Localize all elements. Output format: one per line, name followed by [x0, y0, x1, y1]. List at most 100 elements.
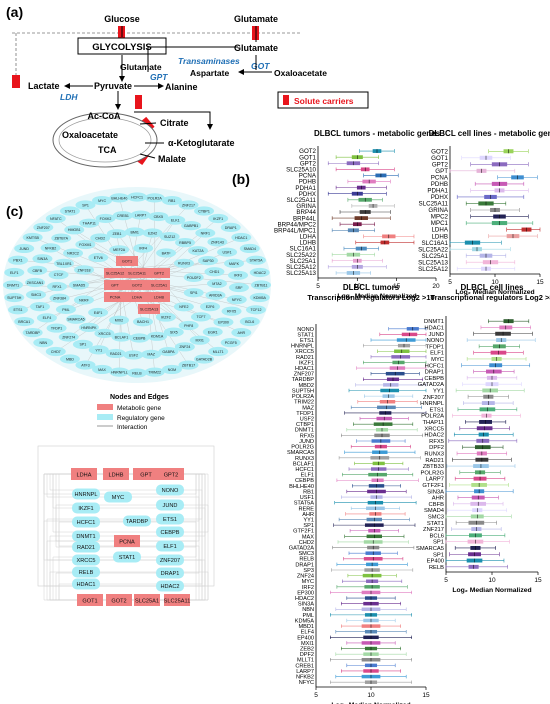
category-label: ELF1 [430, 351, 444, 357]
cluster-node-regulatory [158, 346, 179, 357]
cluster-node-label: ETV6 [94, 256, 103, 260]
network-node-metabolic [114, 535, 140, 547]
cluster-node-label: IKZF1 [213, 217, 223, 221]
cluster-node-regulatory [147, 331, 168, 341]
category-label: AHR [302, 512, 314, 518]
cluster-node-label: SUZ12 [164, 235, 175, 239]
cluster-node-label: PBX1 [13, 259, 22, 263]
cluster-node-regulatory [183, 272, 204, 282]
label-acetyl-coa: Ac-CoA [88, 111, 121, 121]
cluster-node-regulatory [3, 280, 23, 290]
x-tick-label: 15 [393, 283, 401, 290]
label-ldh: LDH [60, 92, 78, 102]
cluster-node-label: KMTSB [26, 236, 39, 240]
cluster-node-label: ATF3 [81, 363, 90, 367]
network-edge [43, 473, 170, 587]
network-node-label: LDHA [77, 472, 92, 478]
cluster-node-regulatory [130, 210, 151, 220]
category-label: GOT2 [299, 148, 316, 155]
category-label: SLC25A22 [418, 246, 448, 253]
cluster-node-label: MXI1 [196, 339, 204, 343]
network-node-metabolic [134, 594, 160, 606]
cluster-node-metabolic [126, 280, 148, 290]
category-label: PDHX [299, 191, 316, 198]
category-label: LDHA [299, 234, 316, 241]
network-node-label: SLC25A11 [164, 598, 191, 604]
category-label: LDHA [431, 227, 448, 234]
category-label: YY1 [433, 388, 444, 394]
cluster-node-label: BCLAF1 [115, 335, 129, 339]
cluster-node-label: NR2C2 [67, 252, 79, 256]
cluster-node-label: SMAD4 [244, 247, 256, 251]
network-node-regulatory [72, 578, 100, 590]
cluster-node-label: CEBPB [133, 336, 146, 340]
cluster-node-label: TCF7 [196, 315, 205, 319]
cluster-node-label: IRF4 [139, 247, 147, 251]
cluster-node-metabolic [104, 268, 126, 278]
cluster-node-regulatory [239, 243, 260, 254]
category-label: ZNF207 [423, 395, 444, 401]
category-label: GPT [435, 168, 448, 175]
cluster-node-regulatory [64, 225, 85, 235]
label-got: GOT [251, 61, 270, 71]
cluster-node-label: PML [62, 308, 69, 312]
category-label: SLC16A1 [422, 240, 449, 247]
cluster-node-regulatory [22, 232, 43, 243]
cluster-node-label: TRIM22 [148, 371, 161, 375]
label-citrate: Citrate [160, 118, 189, 128]
cluster-node-regulatory [36, 313, 57, 323]
cluster-node-label: MYC [98, 199, 106, 203]
network-node-label: XRCC5 [77, 558, 96, 564]
category-label: GTF2F1 [293, 529, 314, 535]
category-label: GRINA [296, 203, 316, 210]
cluster-node-label: CHD2 [95, 236, 105, 240]
network-edge [86, 473, 203, 585]
x-tick-label: 10 [491, 279, 499, 286]
category-label: PDHB [431, 181, 448, 188]
cluster-node-regulatory [78, 322, 99, 332]
x-tick-label: 15 [534, 577, 542, 584]
category-label: PDHA1 [295, 185, 316, 192]
cluster-node-regulatory [161, 195, 182, 206]
category-label: HCFC1 [295, 467, 314, 473]
cluster-node-label: BRCA1 [18, 320, 30, 324]
network-node-label: LDHB [109, 472, 124, 478]
cluster-node-regulatory [22, 327, 43, 338]
cluster-node-label: DNMT1 [7, 283, 19, 287]
label-pyruvate: Pyruvate [94, 81, 132, 91]
legend-swatch-regulatory [97, 414, 113, 420]
pathway-arrowheads [64, 69, 244, 130]
cluster-node-label: IRF3 [234, 274, 242, 278]
cluster-node-regulatory [190, 312, 211, 322]
cluster-node-regulatory [183, 288, 204, 298]
cluster-node-regulatory [109, 193, 130, 203]
cluster-node-regulatory [200, 302, 221, 312]
cluster-node-label: MEF2A [113, 248, 126, 252]
cluster-node-label: E2F6 [206, 305, 215, 309]
category-label: SLC16A1 [290, 246, 317, 253]
x-axis-label: Log₂ Median Normalized [455, 289, 534, 296]
cluster-node-label: GABPA [162, 350, 175, 354]
network-node-regulatory [72, 530, 100, 542]
cluster-node-regulatory [127, 192, 147, 202]
cluster-node-regulatory [220, 222, 241, 232]
category-label: PDHB [299, 179, 316, 186]
network-node-regulatory [123, 515, 151, 527]
cluster-node-regulatory [226, 294, 247, 305]
mitochondrion-inner [58, 117, 152, 163]
cluster-node-label: CHD7 [51, 350, 61, 354]
category-label: SMC3 [428, 514, 444, 520]
cluster-node-label: XRCC5 [98, 332, 110, 336]
cluster-node-regulatory [188, 246, 209, 256]
category-label: SP1 [433, 540, 444, 546]
category-label: PML [302, 613, 314, 619]
network-node-metabolic [71, 468, 97, 480]
cluster-node-label: POLR2A [148, 196, 163, 200]
network-node-regulatory [156, 567, 184, 579]
category-label: SLC25A1 [422, 253, 449, 260]
label-glycolysis: GLYCOLYSIS [92, 42, 152, 53]
x-tick-label: 15 [536, 279, 544, 286]
cluster-node-regulatory [178, 200, 199, 210]
network-node-label: GOT1 [82, 598, 97, 604]
